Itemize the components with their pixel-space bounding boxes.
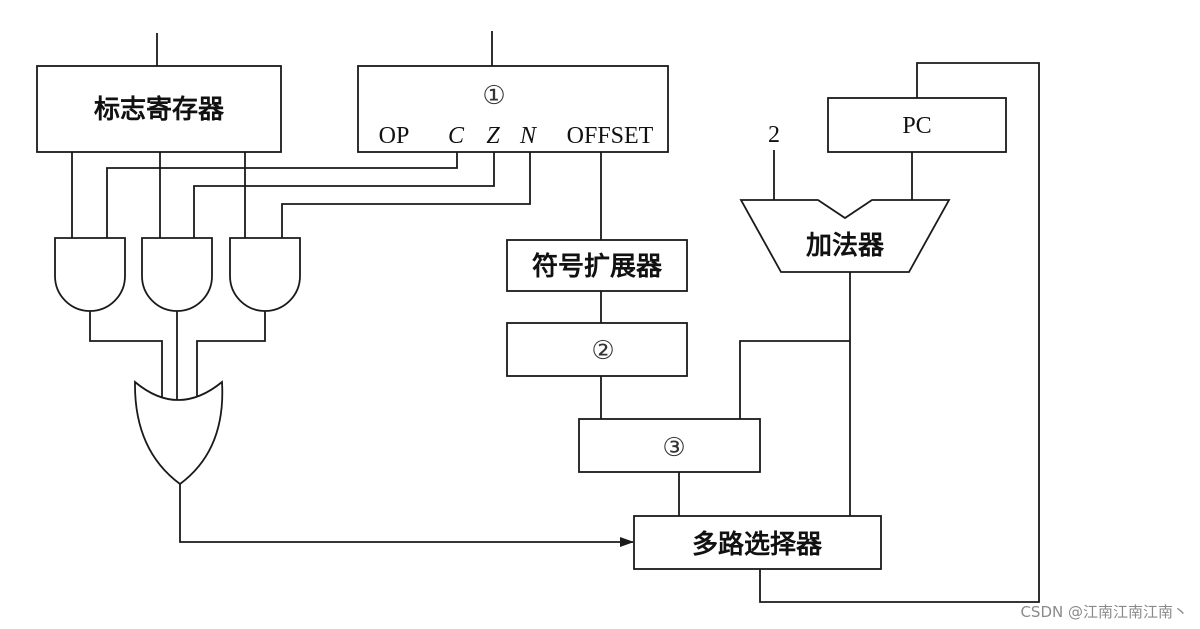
box-3-marker: ③ (662, 433, 685, 463)
sign-extender-label: 符号扩展器 (532, 251, 663, 282)
sign-extender-box (506, 239, 688, 292)
wire-and1-to-or (89, 311, 163, 400)
pc-label: PC (902, 113, 931, 139)
box-3 (578, 418, 761, 473)
box-2-marker: ② (591, 336, 614, 366)
adder-constant-label: 2 (768, 122, 780, 148)
and-gate-1 (54, 237, 126, 312)
wire-z-to-and2 (193, 152, 495, 238)
instruction-register-box (357, 65, 669, 153)
adder-shape (739, 199, 951, 273)
and-gate-3 (229, 237, 301, 312)
field-op: OP (379, 123, 410, 149)
wire-c-to-and1 (106, 152, 458, 238)
box-2 (506, 322, 688, 377)
field-z: Z (486, 123, 500, 149)
flag-register-label: 标志寄存器 (94, 94, 225, 125)
wire-or-to-multiplexer (179, 484, 634, 547)
wire-n-to-and3 (281, 152, 531, 238)
multiplexer-label: 多路选择器 (692, 529, 823, 560)
field-n: N (519, 123, 538, 149)
field-c: C (448, 123, 465, 149)
multiplexer-box (633, 515, 882, 570)
flag-register-box (36, 65, 282, 153)
and-gate-2 (141, 237, 213, 312)
wire-multiplexer-feedback-to-pc (759, 62, 1040, 603)
instruction-register-marker: ① (482, 81, 505, 111)
field-offset: OFFSET (567, 123, 654, 149)
wire-adder-to-box3 (739, 340, 850, 419)
wire-and3-to-or (196, 311, 266, 400)
or-gate (134, 380, 224, 486)
adder-label: 加法器 (806, 231, 885, 261)
watermark: CSDN @江南江南江南丶 (1020, 603, 1188, 621)
